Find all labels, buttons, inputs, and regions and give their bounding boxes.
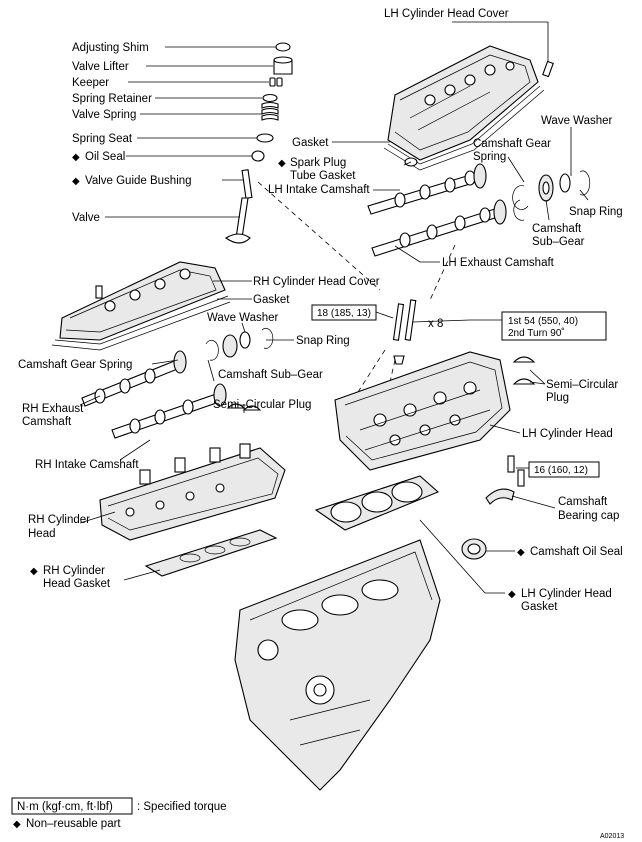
label-valve-spring: Valve Spring: [72, 109, 136, 121]
torque-bolt-head: 18 (185, 13): [317, 308, 371, 319]
rh-semi-circular-plug-part: [226, 403, 262, 411]
label-rh-exhaust-1: RH Exhaust: [22, 403, 84, 415]
label-lh-head-gasket-2: Gasket: [521, 601, 558, 613]
rh-intake-camshaft-part: [111, 383, 227, 439]
label-keeper: Keeper: [72, 77, 109, 89]
leader-lines: [79, 21, 589, 594]
label-spark-plug-2: Tube Gasket: [290, 170, 356, 182]
label-rh-head-2: Head: [28, 528, 56, 540]
diamond-icon: ◆: [517, 547, 525, 558]
engine-block-part: [234, 539, 441, 791]
torque-bearing-cap: 16 (160, 12): [534, 465, 588, 476]
diamond-icon: ◆: [13, 819, 21, 830]
label-cam-gear-spring-lh-1: Camshaft Gear: [473, 138, 551, 150]
label-valve: Valve: [72, 212, 100, 224]
legend-unit-desc: : Specified torque: [137, 801, 227, 813]
diamond-icon: ◆: [508, 589, 516, 600]
label-bearing-cap-2: Bearing cap: [558, 510, 619, 522]
torque-head-line2: 2nd Turn 90˚: [508, 327, 565, 339]
camshaft-oil-seal-part: [461, 538, 487, 560]
label-camshaft-oil-seal: Camshaft Oil Seal: [530, 546, 623, 558]
lh-cylinder-head-part: [334, 351, 511, 471]
diamond-icon: ◆: [72, 176, 80, 187]
torque-box-bearing-cap: 16 (160, 12): [528, 461, 600, 478]
rh-gasket-part: [51, 295, 231, 351]
label-bearing-cap-1: Camshaft: [558, 496, 608, 508]
label-lh-cylinder-head: LH Cylinder Head: [522, 428, 613, 440]
diamond-icon: ◆: [278, 158, 286, 169]
valve-stack: [225, 42, 293, 244]
label-gasket-lh: Gasket: [292, 137, 329, 149]
label-gasket-rh: Gasket: [253, 294, 290, 306]
label-lh-cylinder-head-cover: LH Cylinder Head Cover: [384, 8, 509, 20]
diamond-icon: ◆: [30, 566, 38, 577]
legend-non-reusable: Non–reusable part: [26, 818, 121, 830]
label-rh-head-gasket-2: Head Gasket: [43, 578, 111, 590]
label-spark-plug-1: Spark Plug: [290, 157, 346, 169]
label-wave-washer-lh: Wave Washer: [541, 115, 613, 127]
lh-head-gasket-part: [314, 475, 440, 531]
torque-head-line1: 1st 54 (550, 40): [508, 316, 578, 327]
rh-cylinder-head-cover-part: [59, 261, 226, 341]
label-spring-seat: Spring Seat: [72, 133, 133, 145]
rh-exhaust-camshaft-part: [81, 350, 187, 407]
label-valve-lifter: Valve Lifter: [72, 61, 129, 73]
label-snap-ring-lh: Snap Ring: [569, 206, 623, 218]
rh-head-gasket-part: [144, 529, 278, 577]
label-cam-gear-spring-lh-2: Spring: [473, 151, 506, 163]
label-rh-cylinder-head-cover: RH Cylinder Head Cover: [253, 276, 380, 288]
label-semi-circular-plug-rh: Semi–Circular Plug: [213, 399, 311, 411]
label-semi-circular-plug-lh-1: Semi–Circular: [546, 379, 618, 391]
label-rh-head-gasket-1: RH Cylinder: [43, 565, 105, 577]
torque-box-head-bolts: 1st 54 (550, 40) 2nd Turn 90˚: [501, 311, 607, 341]
label-cam-sub-gear-lh-1: Camshaft: [532, 223, 582, 235]
label-spring-retainer: Spring Retainer: [72, 93, 152, 105]
figure-code: A02013: [600, 833, 624, 840]
label-lh-intake-camshaft: LH Intake Camshaft: [268, 184, 370, 196]
lh-cam-gear-set: [512, 170, 591, 221]
camshaft-bearing-cap-part: [485, 455, 525, 505]
label-rh-head-1: RH Cylinder: [28, 514, 90, 526]
label-semi-circular-plug-lh-2: Plug: [546, 392, 569, 404]
lh-intake-camshaft-part: [367, 163, 487, 215]
rh-cylinder-head-part: [99, 443, 286, 541]
label-valve-guide-bushing: Valve Guide Bushing: [85, 175, 192, 187]
label-cam-sub-gear-rh: Camshaft Sub–Gear: [218, 369, 323, 381]
lh-cylinder-head-cover-part: [387, 45, 554, 161]
label-rh-exhaust-2: Camshaft: [22, 416, 72, 428]
lh-semi-circular-plug-part: [512, 356, 536, 385]
label-oil-seal: Oil Seal: [85, 151, 125, 163]
lh-bolts-part: [392, 299, 417, 365]
torque-bolt-count: x 8: [428, 318, 443, 330]
label-snap-ring-rh: Snap Ring: [296, 335, 350, 347]
label-lh-exhaust-camshaft: LH Exhaust Camshaft: [442, 257, 555, 269]
label-adjusting-shim: Adjusting Shim: [72, 42, 149, 54]
legend-unit-box: N·m (kgf·cm, ft·lbf): [17, 801, 113, 813]
labels: LH Cylinder Head Cover Adjusting Shim Va…: [18, 8, 623, 613]
label-cam-sub-gear-lh-2: Sub–Gear: [532, 236, 585, 248]
label-wave-washer-rh: Wave Washer: [207, 312, 279, 324]
label-lh-head-gasket-1: LH Cylinder Head: [521, 588, 612, 600]
lh-exhaust-camshaft-part: [371, 199, 507, 257]
legend: N·m (kgf·cm, ft·lbf) : Specified torque …: [11, 797, 227, 830]
label-rh-intake-camshaft: RH Intake Camshaft: [35, 459, 139, 471]
lh-gasket-part: [383, 85, 545, 171]
torque-box-bolts: 18 (185, 13): [311, 304, 377, 321]
label-cam-gear-spring-rh: Camshaft Gear Spring: [18, 359, 132, 371]
rh-cam-gear-set: [205, 328, 274, 361]
diamond-icon: ◆: [72, 152, 80, 163]
